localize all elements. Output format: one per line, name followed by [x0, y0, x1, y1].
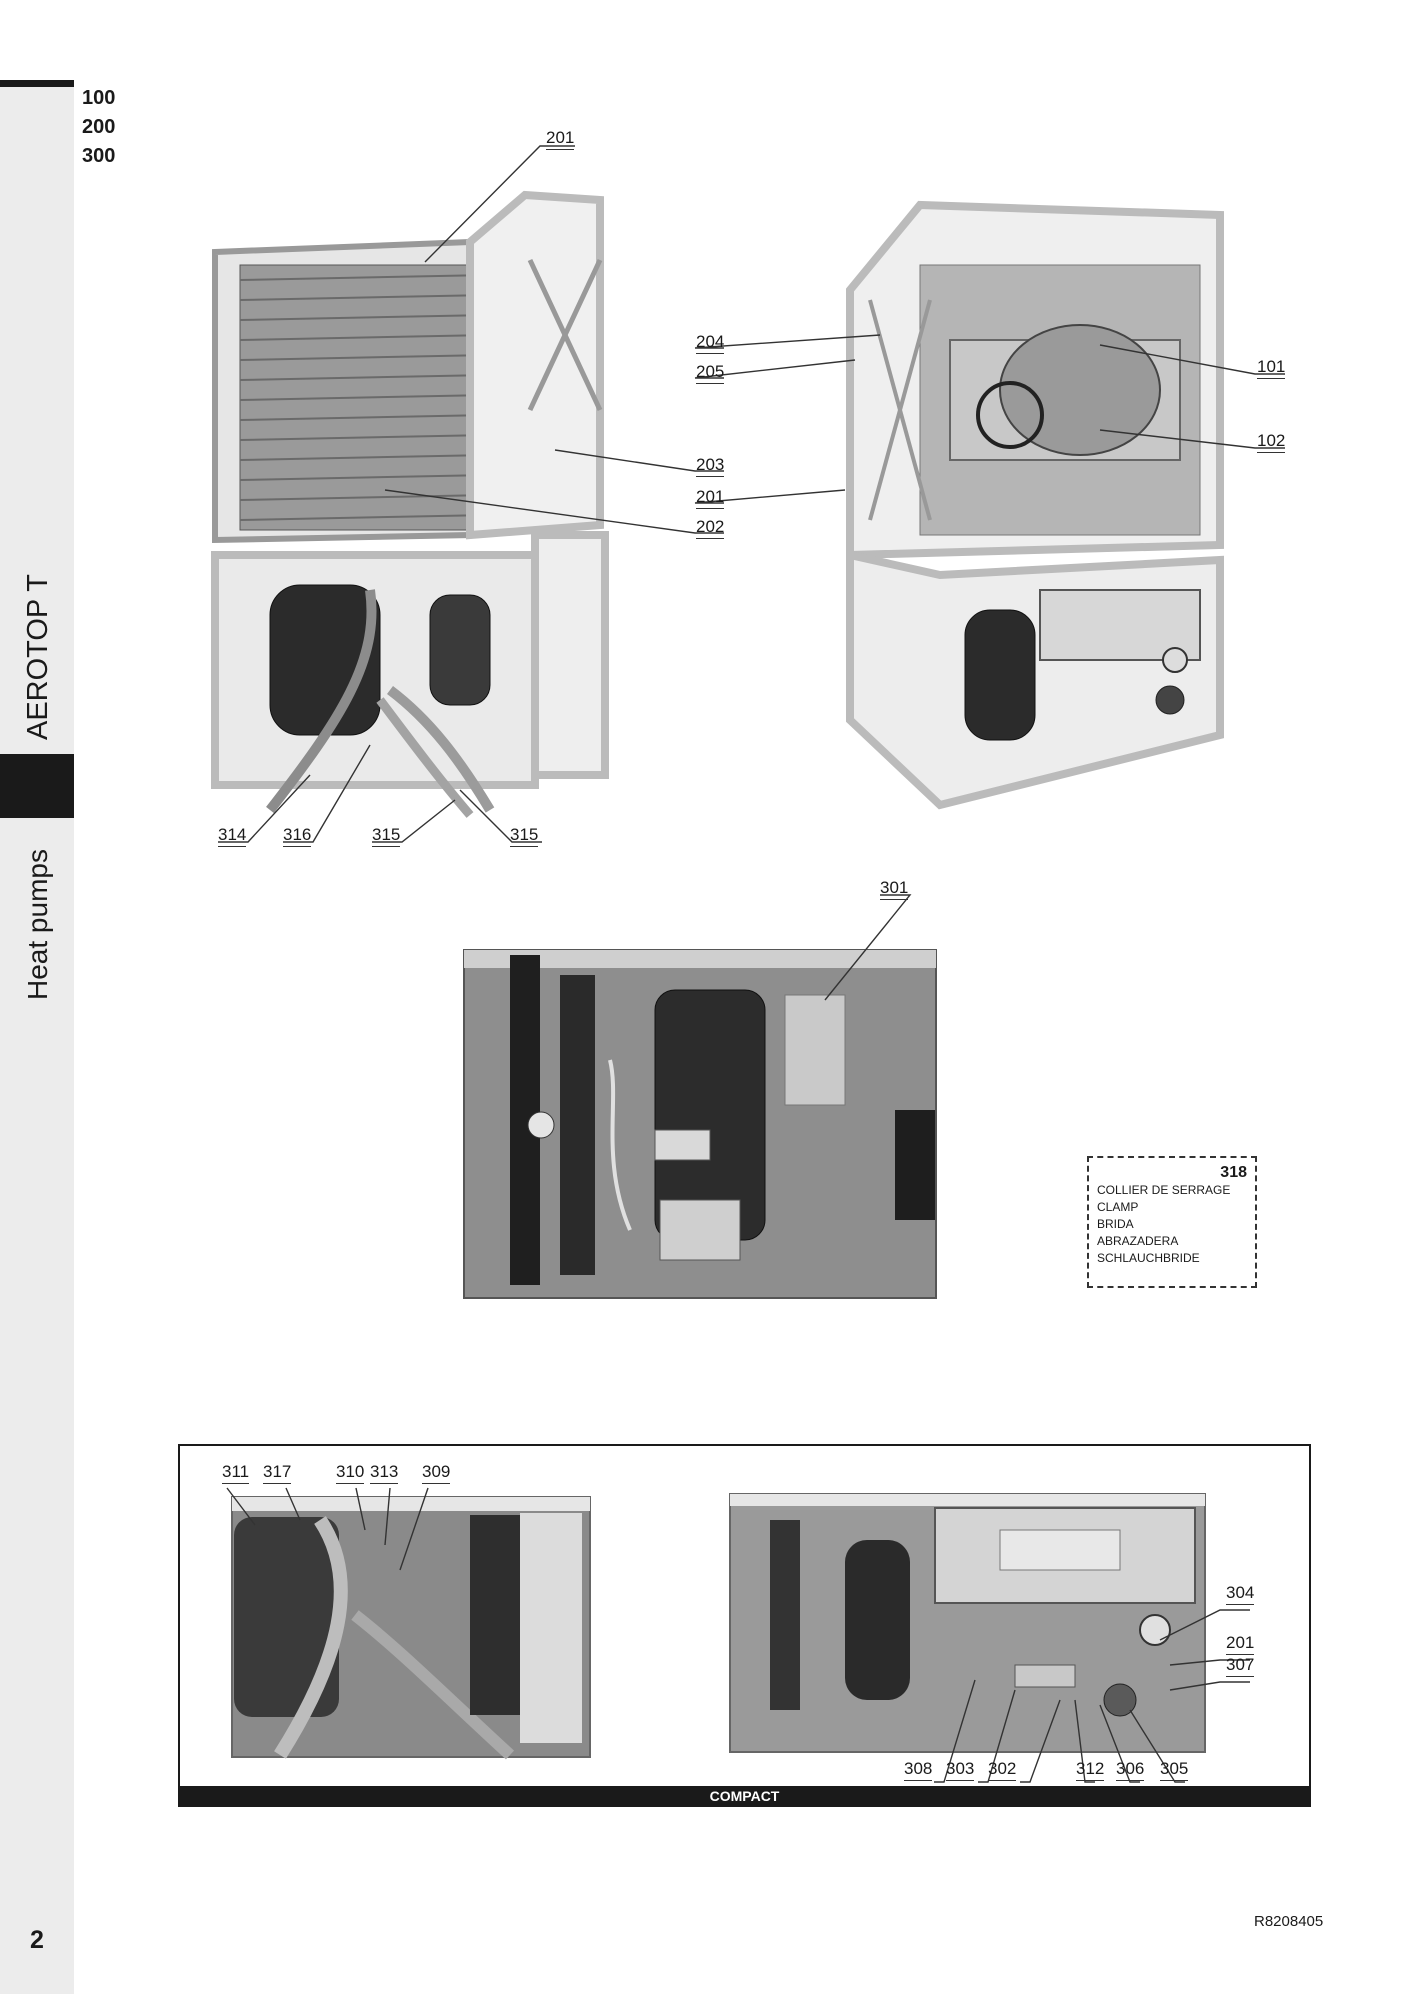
callout-204: 204 [696, 332, 725, 354]
callout-313: 313 [370, 1462, 399, 1484]
callout-301: 301 [880, 878, 909, 900]
part-legend-318: 318 COLLIER DE SERRAGE CLAMP BRIDA ABRAZ… [1087, 1156, 1257, 1288]
callout-205: 205 [696, 362, 725, 384]
model-number: 300 [82, 145, 116, 167]
page-number: 2 [30, 1926, 44, 1954]
model-number: 100 [82, 87, 116, 109]
callout-307: 307 [1226, 1655, 1255, 1677]
callout-201: 201 [546, 128, 575, 150]
model-list: 100 200 300 [82, 84, 115, 171]
compact-right-photo [729, 1493, 1206, 1753]
sidebar-marker [0, 754, 74, 818]
callout-305: 305 [1160, 1759, 1189, 1781]
callout-201: 201 [696, 487, 725, 509]
callout-314: 314 [218, 825, 247, 847]
legend-line: CLAMP [1097, 1200, 1139, 1214]
callout-308: 308 [904, 1759, 933, 1781]
legend-line: ABRAZADERA [1097, 1234, 1179, 1248]
sidebar-top-rule [0, 80, 74, 87]
callout-203: 203 [696, 455, 725, 477]
callout-302: 302 [988, 1759, 1017, 1781]
unit-front-view [211, 190, 609, 818]
callout-201: 201 [1226, 1633, 1255, 1655]
callout-101: 101 [1257, 357, 1286, 379]
callout-102: 102 [1257, 431, 1286, 453]
model-number: 200 [82, 116, 116, 138]
unit-rear-view [846, 200, 1224, 810]
legend-line: SCHLAUCHBRIDE [1097, 1251, 1200, 1265]
callout-316: 316 [283, 825, 312, 847]
callout-303: 303 [946, 1759, 975, 1781]
document-reference: R8208405 [1254, 1913, 1324, 1930]
compact-section-label: COMPACT [178, 1786, 1311, 1807]
legend-line: BRIDA [1097, 1217, 1134, 1231]
callout-315: 315 [372, 825, 401, 847]
callout-311: 311 [222, 1462, 250, 1484]
callout-317: 317 [263, 1462, 292, 1484]
callout-315: 315 [510, 825, 539, 847]
sidebar-band [0, 80, 74, 1994]
legend-line: COLLIER DE SERRAGE [1097, 1183, 1231, 1197]
leader-lines [218, 145, 1285, 1783]
compressor-photo [463, 949, 937, 1299]
callout-310: 310 [336, 1462, 365, 1484]
callout-309: 309 [422, 1462, 451, 1484]
legend-part-number: 318 [1220, 1164, 1247, 1181]
compact-section-frame [178, 1444, 1311, 1807]
callout-306: 306 [1116, 1759, 1145, 1781]
callout-304: 304 [1226, 1583, 1255, 1605]
callout-202: 202 [696, 517, 725, 539]
callout-312: 312 [1076, 1759, 1105, 1781]
compact-left-photo [231, 1496, 591, 1760]
